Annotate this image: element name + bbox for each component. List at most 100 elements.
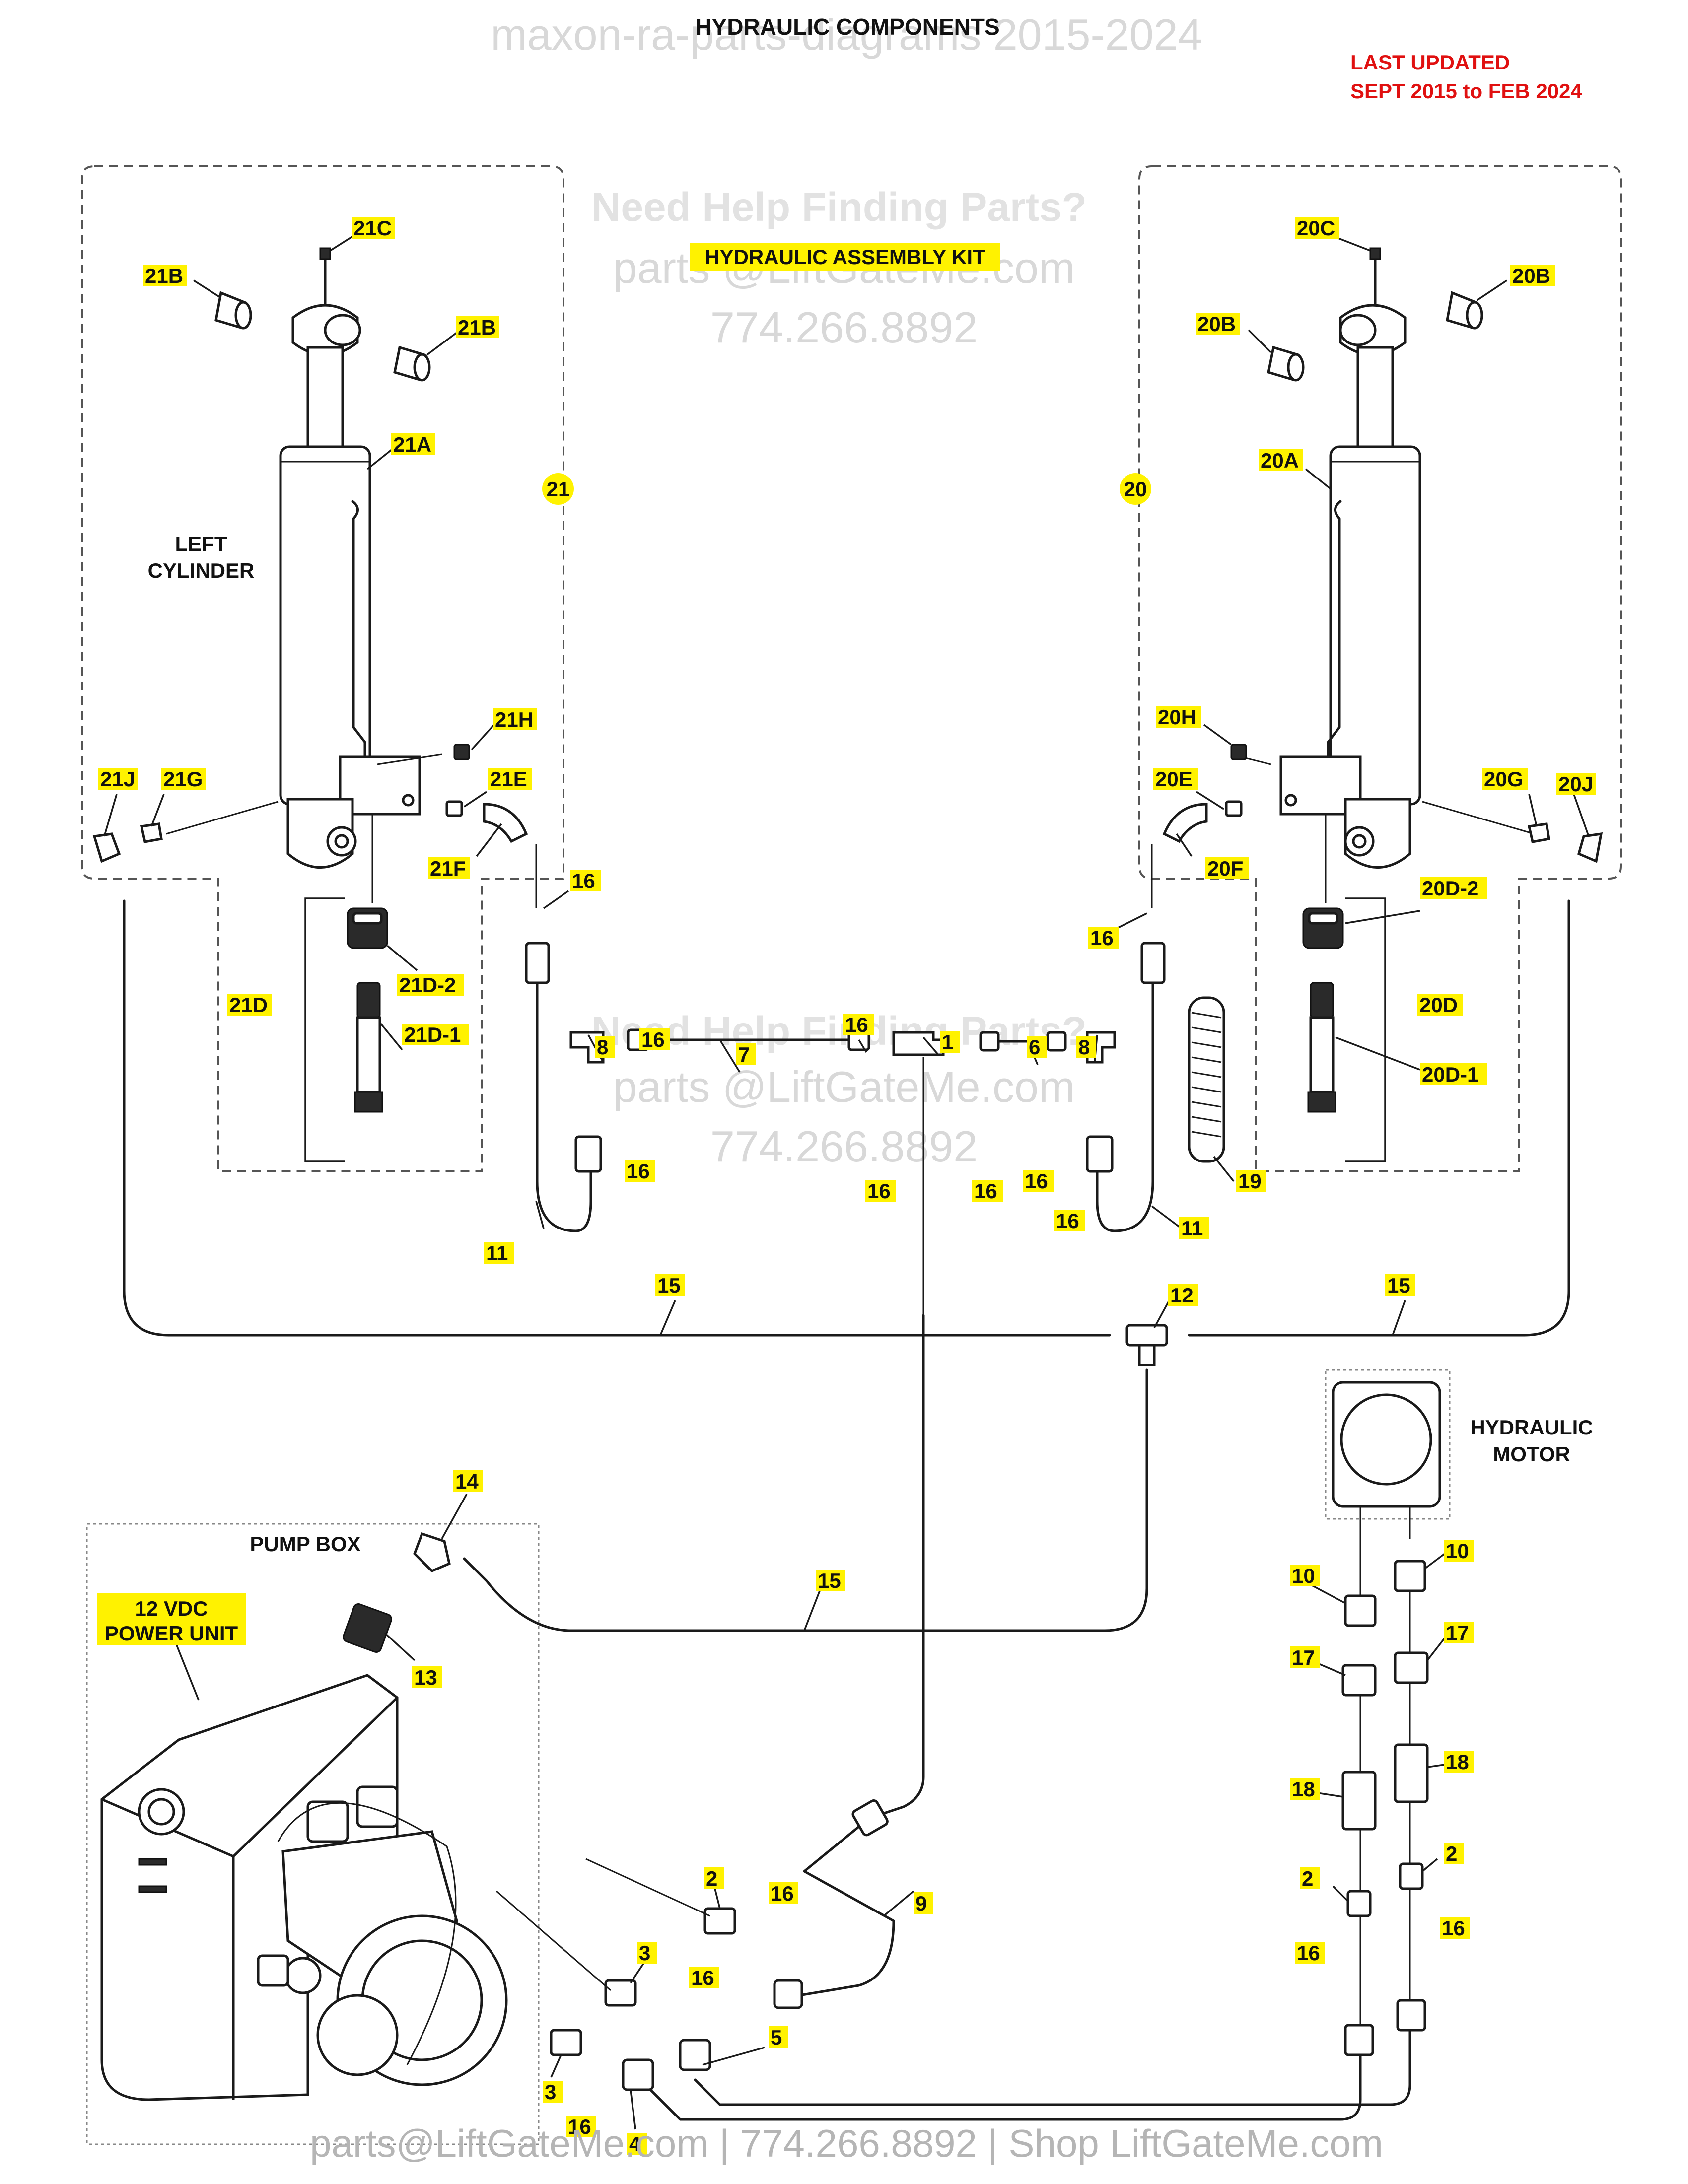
callout-20C: 20C <box>1297 216 1335 240</box>
diagram-title: HYDRAULIC COMPONENTS <box>695 14 999 40</box>
help-watermark-phone: 774.266.8892 <box>710 303 978 352</box>
elbow-21J <box>92 832 121 863</box>
bushing-20B-left <box>1267 345 1305 382</box>
callout-12: 12 <box>1170 1284 1194 1307</box>
elbow-14 <box>413 1532 451 1572</box>
callout-21B-upper: 21B <box>145 264 183 287</box>
right-cylinder <box>1231 247 1535 903</box>
callout-20: 20 <box>1124 478 1147 501</box>
callout-16-pump-a: 16 <box>771 1882 794 1905</box>
callout-16-motor-right: 16 <box>1442 1916 1465 1940</box>
callout-21B-lower: 21B <box>458 316 496 339</box>
callout-16-motor-left: 16 <box>1297 1941 1320 1965</box>
callout-21C: 21C <box>353 216 392 240</box>
help-watermark-phone-2: 774.266.8892 <box>710 1122 978 1171</box>
callout-16-c: 16 <box>641 1028 665 1051</box>
callout-16-d: 16 <box>845 1013 868 1036</box>
help-watermark-heading-2: Need Help Finding Parts? <box>591 1009 1087 1054</box>
callout-18-left: 18 <box>1292 1777 1315 1801</box>
hose-11-left <box>525 942 602 1232</box>
callout-20H: 20H <box>1158 705 1196 729</box>
callout-11-left: 11 <box>486 1241 508 1265</box>
power-unit-label-1: 12 VDC <box>135 1597 208 1620</box>
callout-4: 4 <box>629 2132 641 2156</box>
top-watermark: maxon-ra-parts-diagrams 2015-2024 <box>491 10 1202 59</box>
callout-16-pump-b: 16 <box>691 1966 714 1989</box>
fitting-20G <box>1527 822 1550 843</box>
callout-16-e: 16 <box>627 1160 650 1183</box>
hose-11-right <box>1086 942 1166 1232</box>
bushing-21B-left <box>214 291 252 330</box>
kit-label: HYDRAULIC ASSEMBLY KIT <box>704 245 985 269</box>
callout-2-motor-right: 2 <box>1446 1842 1457 1865</box>
motor-boundary <box>1325 1369 1451 1520</box>
callout-10-left: 10 <box>1292 1564 1315 1587</box>
coil-spring-19 <box>1188 996 1225 1163</box>
callout-16-pump-c: 16 <box>568 2115 591 2138</box>
pump-box-label: PUMP BOX <box>250 1532 360 1556</box>
callout-21D: 21D <box>229 993 268 1017</box>
callout-11-right: 11 <box>1181 1217 1203 1240</box>
callout-5: 5 <box>771 2026 782 2049</box>
callout-21H: 21H <box>495 708 533 731</box>
callout-20D: 20D <box>1419 993 1458 1017</box>
power-unit <box>100 1674 508 2101</box>
tube-15-cylinders <box>123 899 1570 1632</box>
callout-20F: 20F <box>1207 857 1243 880</box>
callout-20E: 20E <box>1155 767 1193 791</box>
callout-16-f: 16 <box>867 1179 891 1203</box>
callout-16-b: 16 <box>1090 926 1114 950</box>
elbow-20J <box>1577 832 1603 863</box>
solenoid-21D-left <box>304 897 388 1162</box>
callout-3-lower: 3 <box>545 2080 556 2104</box>
callout-20G: 20G <box>1484 767 1523 791</box>
right-cylinder-boundary <box>1138 165 1622 1172</box>
callout-8-right: 8 <box>1078 1035 1090 1059</box>
plug-21H <box>453 744 470 760</box>
fitting-21E <box>445 800 463 817</box>
callout-21J: 21J <box>100 767 135 791</box>
callout-20B-right: 20B <box>1512 264 1550 287</box>
motor-fitting-stack-right <box>1394 1560 1429 2032</box>
fitting-3-upper <box>604 1979 637 2007</box>
callout-20J: 20J <box>1558 772 1593 796</box>
callout-17-left: 17 <box>1292 1646 1315 1669</box>
tube-9 <box>773 1314 925 2009</box>
left-cylinder-label-1: LEFT <box>175 532 227 555</box>
callout-15-pump: 15 <box>818 1569 841 1592</box>
callout-1: 1 <box>942 1030 953 1054</box>
callout-leaders <box>103 232 1590 2130</box>
callout-9: 9 <box>915 1892 927 1915</box>
callout-7: 7 <box>738 1043 750 1066</box>
plug-20H <box>1230 744 1247 760</box>
callout-16-h: 16 <box>1025 1169 1048 1193</box>
return-tubes-4-5 <box>622 2029 1411 2121</box>
callout-21G: 21G <box>163 767 203 791</box>
callout-3-upper: 3 <box>639 1941 650 1965</box>
callout-2-pump: 2 <box>706 1867 717 1890</box>
help-watermark-heading: Need Help Finding Parts? <box>591 185 1087 230</box>
callout-16-a: 16 <box>572 869 595 892</box>
last-updated-label: LAST UPDATED <box>1350 51 1510 74</box>
callout-15-right: 15 <box>1387 1274 1410 1297</box>
left-cylinder <box>166 247 442 903</box>
elbow-21F <box>483 803 528 843</box>
callout-21: 21 <box>547 478 570 501</box>
fitting-20E <box>1225 800 1243 817</box>
callout-16-g: 16 <box>974 1179 997 1203</box>
callout-20D-2: 20D-2 <box>1422 877 1478 900</box>
callout-21A: 21A <box>393 433 431 456</box>
help-watermark-email-2: parts @LiftGateMe.com <box>613 1062 1075 1111</box>
last-updated-range: SEPT 2015 to FEB 2024 <box>1350 79 1583 103</box>
callout-19: 19 <box>1238 1169 1262 1193</box>
footer-contact: parts@LiftGateMe.com | 774.266.8892 | Sh… <box>310 2121 1383 2165</box>
callout-16-i: 16 <box>1056 1209 1079 1232</box>
fitting-21G <box>140 822 163 843</box>
callout-20A: 20A <box>1261 449 1299 472</box>
callout-8-left: 8 <box>597 1035 608 1059</box>
elbow-20F <box>1162 803 1208 843</box>
callout-18-right: 18 <box>1446 1750 1469 1774</box>
breather-13 <box>343 1603 392 1653</box>
hydraulic-motor <box>1332 1381 1441 1559</box>
